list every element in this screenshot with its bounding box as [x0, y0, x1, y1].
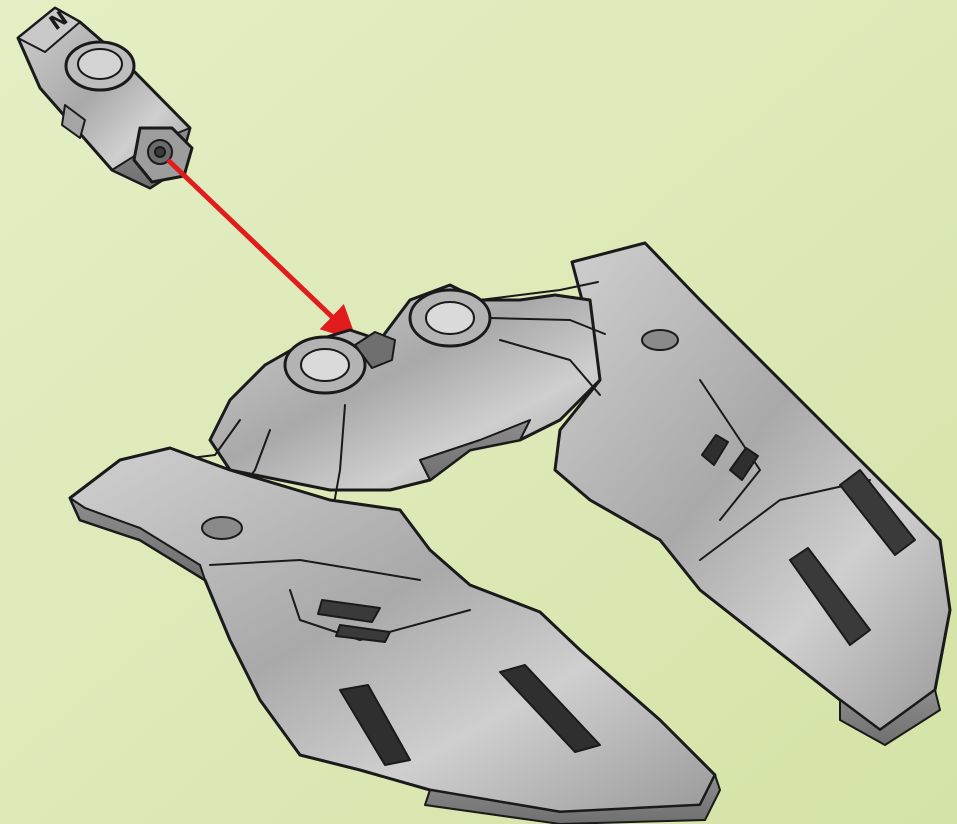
diagram-canvas: N: [0, 0, 957, 824]
assembly-diagram: N: [0, 0, 957, 824]
